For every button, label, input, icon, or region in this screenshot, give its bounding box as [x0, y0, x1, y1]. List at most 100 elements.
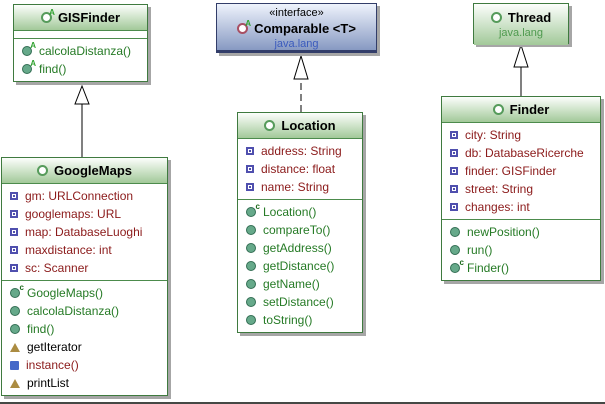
field-label: name: String — [261, 180, 330, 194]
interface-icon: A — [237, 20, 251, 34]
property-row[interactable]: printList — [2, 374, 167, 392]
method-row[interactable]: find() — [2, 320, 167, 338]
methods-section: c Location() compareTo() getAddress() ge… — [238, 199, 362, 332]
field-label: city: String — [465, 128, 522, 142]
class-name: Thread — [507, 9, 552, 25]
class-header[interactable]: Thread java.lang — [474, 4, 568, 45]
fields-section: city: String db: DatabaseRicerche finder… — [442, 122, 600, 219]
method-icon — [246, 261, 256, 271]
methods-section: A calcolaDistanza() A find() — [14, 38, 147, 81]
method-row[interactable]: setDistance() — [238, 293, 362, 311]
method-row[interactable]: compareTo() — [238, 221, 362, 239]
method-row[interactable]: c GoogleMaps() — [2, 284, 167, 302]
field-row[interactable]: map: DatabaseLuoghi — [2, 223, 167, 241]
extends-arrow-finder-thread[interactable] — [513, 43, 529, 96]
field-icon — [10, 246, 18, 254]
field-row[interactable]: name: String — [238, 178, 362, 196]
package-label: java.lang — [274, 38, 319, 50]
method-icon — [10, 306, 20, 316]
method-label: run() — [467, 243, 493, 257]
method-label: instance() — [26, 358, 79, 372]
method-row[interactable]: getName() — [238, 275, 362, 293]
class-googlemaps[interactable]: GoogleMaps gm: URLConnection googlemaps:… — [1, 157, 168, 396]
fields-section: gm: URLConnection googlemaps: URL map: D… — [2, 183, 167, 280]
field-label: maxdistance: int — [25, 243, 112, 257]
field-row[interactable]: gm: URLConnection — [2, 187, 167, 205]
constructor-icon: c — [246, 203, 260, 217]
field-label: gm: URLConnection — [25, 189, 134, 203]
method-label: getName() — [263, 277, 320, 291]
class-icon — [36, 165, 48, 176]
method-row[interactable]: toString() — [238, 311, 362, 329]
class-header[interactable]: GoogleMaps — [2, 158, 167, 183]
field-row[interactable]: changes: int — [442, 198, 600, 216]
field-label: distance: float — [261, 162, 336, 176]
method-row[interactable]: calcolaDistanza() — [2, 302, 167, 320]
fields-section: address: String distance: float name: St… — [238, 138, 362, 199]
method-row[interactable]: A find() — [14, 60, 147, 78]
class-header[interactable]: Finder — [442, 97, 600, 122]
field-icon — [246, 165, 254, 173]
field-row[interactable]: finder: GISFinder — [442, 162, 600, 180]
method-label: find() — [27, 322, 55, 336]
class-header[interactable]: A GISFinder — [14, 5, 147, 30]
package-label: java.lang — [498, 26, 544, 39]
class-location[interactable]: Location address: String distance: float… — [237, 112, 363, 333]
stereotype-label: «interface» — [269, 7, 324, 19]
property-icon — [10, 342, 20, 352]
fields-section — [14, 30, 147, 38]
interface-comparable[interactable]: «interface» A Comparable <T> java.lang — [216, 3, 377, 53]
field-row[interactable]: address: String — [238, 142, 362, 160]
method-icon — [246, 297, 256, 307]
method-row[interactable]: c Location() — [238, 203, 362, 221]
constructor-icon: c — [450, 259, 464, 273]
method-row[interactable]: newPosition() — [442, 223, 600, 241]
class-thread[interactable]: Thread java.lang — [473, 3, 569, 45]
method-row[interactable]: getDistance() — [238, 257, 362, 275]
field-row[interactable]: db: DatabaseRicerche — [442, 144, 600, 162]
class-icon — [492, 104, 504, 115]
extends-arrow-googlemaps-gisfinder[interactable] — [74, 84, 90, 157]
field-row[interactable]: googlemaps: URL — [2, 205, 167, 223]
method-icon — [450, 245, 460, 255]
field-label: street: String — [465, 182, 534, 196]
field-label: map: DatabaseLuoghi — [25, 225, 143, 239]
class-finder[interactable]: Finder city: String db: DatabaseRicerche… — [441, 96, 601, 281]
field-row[interactable]: city: String — [442, 126, 600, 144]
field-row[interactable]: street: String — [442, 180, 600, 198]
class-header[interactable]: Location — [238, 113, 362, 138]
method-label: Finder() — [467, 261, 510, 275]
field-icon — [246, 183, 254, 191]
method-icon — [246, 279, 256, 289]
property-row[interactable]: getIterator — [2, 338, 167, 356]
field-icon — [450, 203, 458, 211]
method-label: compareTo() — [263, 223, 331, 237]
field-icon — [246, 147, 254, 155]
field-icon — [10, 192, 18, 200]
class-name: Finder — [509, 102, 550, 117]
method-row[interactable]: run() — [442, 241, 600, 259]
method-icon — [246, 315, 256, 325]
method-row[interactable]: c Finder() — [442, 259, 600, 277]
method-row[interactable]: instance() — [2, 356, 167, 374]
method-label: calcolaDistanza() — [27, 304, 120, 318]
method-row[interactable]: A calcolaDistanza() — [14, 42, 147, 60]
field-icon — [10, 228, 18, 236]
field-row[interactable]: sc: Scanner — [2, 259, 167, 277]
class-name: GoogleMaps — [53, 163, 132, 178]
window-bottom-edge — [0, 402, 605, 404]
method-label: GoogleMaps() — [27, 286, 104, 300]
field-icon — [450, 167, 458, 175]
field-row[interactable]: distance: float — [238, 160, 362, 178]
field-icon — [10, 210, 18, 218]
method-label: calcolaDistanza() — [39, 44, 132, 58]
abstract-class-icon: A — [40, 9, 55, 23]
field-row[interactable]: maxdistance: int — [2, 241, 167, 259]
interface-header[interactable]: «interface» A Comparable <T> java.lang — [217, 4, 376, 52]
method-label: find() — [39, 62, 67, 76]
implements-arrow-location-comparable[interactable] — [293, 54, 309, 112]
method-row[interactable]: getAddress() — [238, 239, 362, 257]
field-icon — [450, 131, 458, 139]
class-gisfinder[interactable]: A GISFinder A calcolaDistanza() A find() — [13, 4, 148, 82]
